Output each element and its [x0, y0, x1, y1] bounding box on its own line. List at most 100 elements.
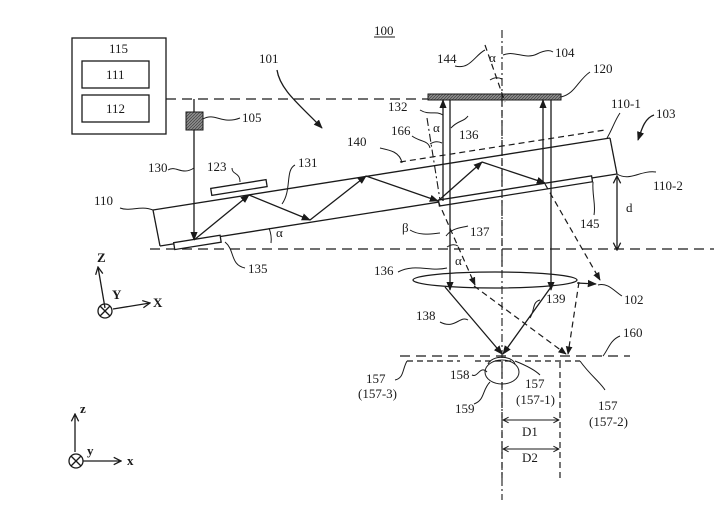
label-axis-x-upper: X	[153, 295, 163, 310]
leader-140	[379, 147, 403, 164]
axis-y-lower-into-page	[68, 453, 84, 469]
controller-box: 115 111 112	[71, 37, 167, 135]
axes-lower: z x y	[68, 401, 134, 469]
label-input-beam: 130	[148, 160, 168, 175]
ray-dashed-1	[473, 285, 567, 355]
label-beta: β	[402, 220, 409, 235]
label-axis-z-upper: Z	[97, 250, 106, 265]
waveguide-left-edge	[152, 209, 161, 247]
waveguide-top-surface	[152, 137, 611, 211]
label-normal-axis: 104	[555, 45, 575, 60]
label-dist-2: D2	[522, 450, 538, 465]
label-display: 120	[593, 61, 613, 76]
label-dist-1: D1	[522, 424, 538, 439]
lens-pointer	[576, 279, 597, 288]
arrow-103	[637, 114, 655, 141]
label-ray-136-lower: 136	[374, 263, 394, 278]
label-eyebox-1-sub: (157-1)	[516, 392, 555, 407]
label-in-coupler-top: 123	[207, 159, 227, 174]
tilted-ray-166	[426, 117, 441, 201]
label-eyebox-3-sub: (157-3)	[358, 386, 397, 401]
leader-132	[419, 109, 444, 116]
leader-157-2	[579, 360, 606, 391]
leader-166	[411, 135, 431, 149]
processor-box	[81, 60, 150, 89]
label-eyebox-1: 157	[525, 376, 545, 391]
label-distance: d	[626, 200, 633, 215]
axis-z-upper	[98, 267, 106, 309]
leader-139	[529, 299, 541, 319]
label-axis-y-lower: y	[87, 443, 94, 458]
label-eye-side: 103	[656, 106, 676, 121]
lens	[412, 271, 578, 289]
angle-arc-alpha	[268, 227, 272, 244]
label-alpha-166: α	[433, 120, 440, 135]
label-plane: 160	[623, 325, 643, 340]
label-ray-136: 136	[459, 127, 479, 142]
label-eyebox-2: 157	[598, 398, 618, 413]
leader-145	[592, 181, 596, 216]
label-alpha-lower: α	[455, 253, 462, 268]
leader-159	[473, 381, 491, 405]
memory-box	[81, 94, 150, 123]
ray-dashed-2	[565, 281, 580, 355]
angle-arc-166	[429, 141, 443, 145]
leader-160	[602, 335, 621, 357]
label-alpha-wg: α	[276, 225, 283, 240]
leader-110	[119, 207, 154, 211]
leader-123	[231, 167, 241, 183]
label-grating: 140	[347, 134, 367, 149]
leader-131	[281, 164, 296, 205]
display-panel	[427, 93, 562, 101]
label-controller: 115	[109, 41, 128, 56]
leader-110-2	[616, 171, 657, 178]
label-axis-x-lower: x	[127, 453, 134, 468]
leader-110-1	[606, 112, 621, 139]
label-ray-139: 139	[546, 291, 566, 306]
waveguide-right-edge	[609, 137, 618, 175]
label-memory: 112	[106, 101, 125, 116]
leader-157-1	[514, 360, 541, 376]
label-processor: 111	[106, 67, 125, 82]
tilted-ray-right	[544, 183, 601, 281]
label-ray-137: 137	[470, 224, 490, 239]
leader-136-lower	[397, 267, 448, 273]
leader-102	[597, 283, 623, 297]
axes-upper: Z X Y	[97, 250, 163, 319]
label-axis-y-upper: Y	[112, 287, 122, 302]
leader-104	[502, 50, 554, 57]
tilted-ray-137	[437, 200, 476, 286]
angle-arc-top	[489, 77, 503, 81]
label-out-coupler: 145	[580, 216, 600, 231]
leader-157-3	[394, 360, 408, 381]
label-pupil: 158	[450, 367, 470, 382]
leader-137	[445, 225, 469, 237]
leader-130	[167, 167, 195, 172]
label-eyebox-3: 157	[366, 371, 386, 386]
label-waveguide-top: 110-1	[611, 96, 641, 111]
leader-beta	[409, 229, 441, 235]
guided-rays	[193, 161, 546, 241]
label-system: 100	[374, 23, 394, 38]
label-tilted-axis: 144	[437, 51, 457, 66]
leader-136-upper	[450, 115, 469, 129]
label-waveguide: 110	[94, 193, 113, 208]
in-coupler-top	[209, 178, 268, 197]
angle-arc-lower	[446, 244, 459, 248]
label-alpha-top: α	[489, 50, 496, 65]
label-eye: 159	[455, 401, 475, 416]
leader-138	[439, 318, 469, 325]
leader-120	[560, 71, 591, 98]
label-ray-166: 166	[391, 123, 411, 138]
leader-135	[224, 241, 246, 269]
arrow-101	[276, 69, 323, 129]
ray-138	[444, 286, 503, 355]
label-axis-z-lower: z	[80, 401, 86, 416]
label-waveguide-assembly: 101	[259, 51, 279, 66]
light-source	[185, 111, 204, 131]
axis-y-upper-into-page	[97, 303, 113, 319]
leader-158	[471, 369, 488, 376]
axis-x-upper	[112, 303, 150, 310]
label-guided-beam: 131	[298, 155, 318, 170]
